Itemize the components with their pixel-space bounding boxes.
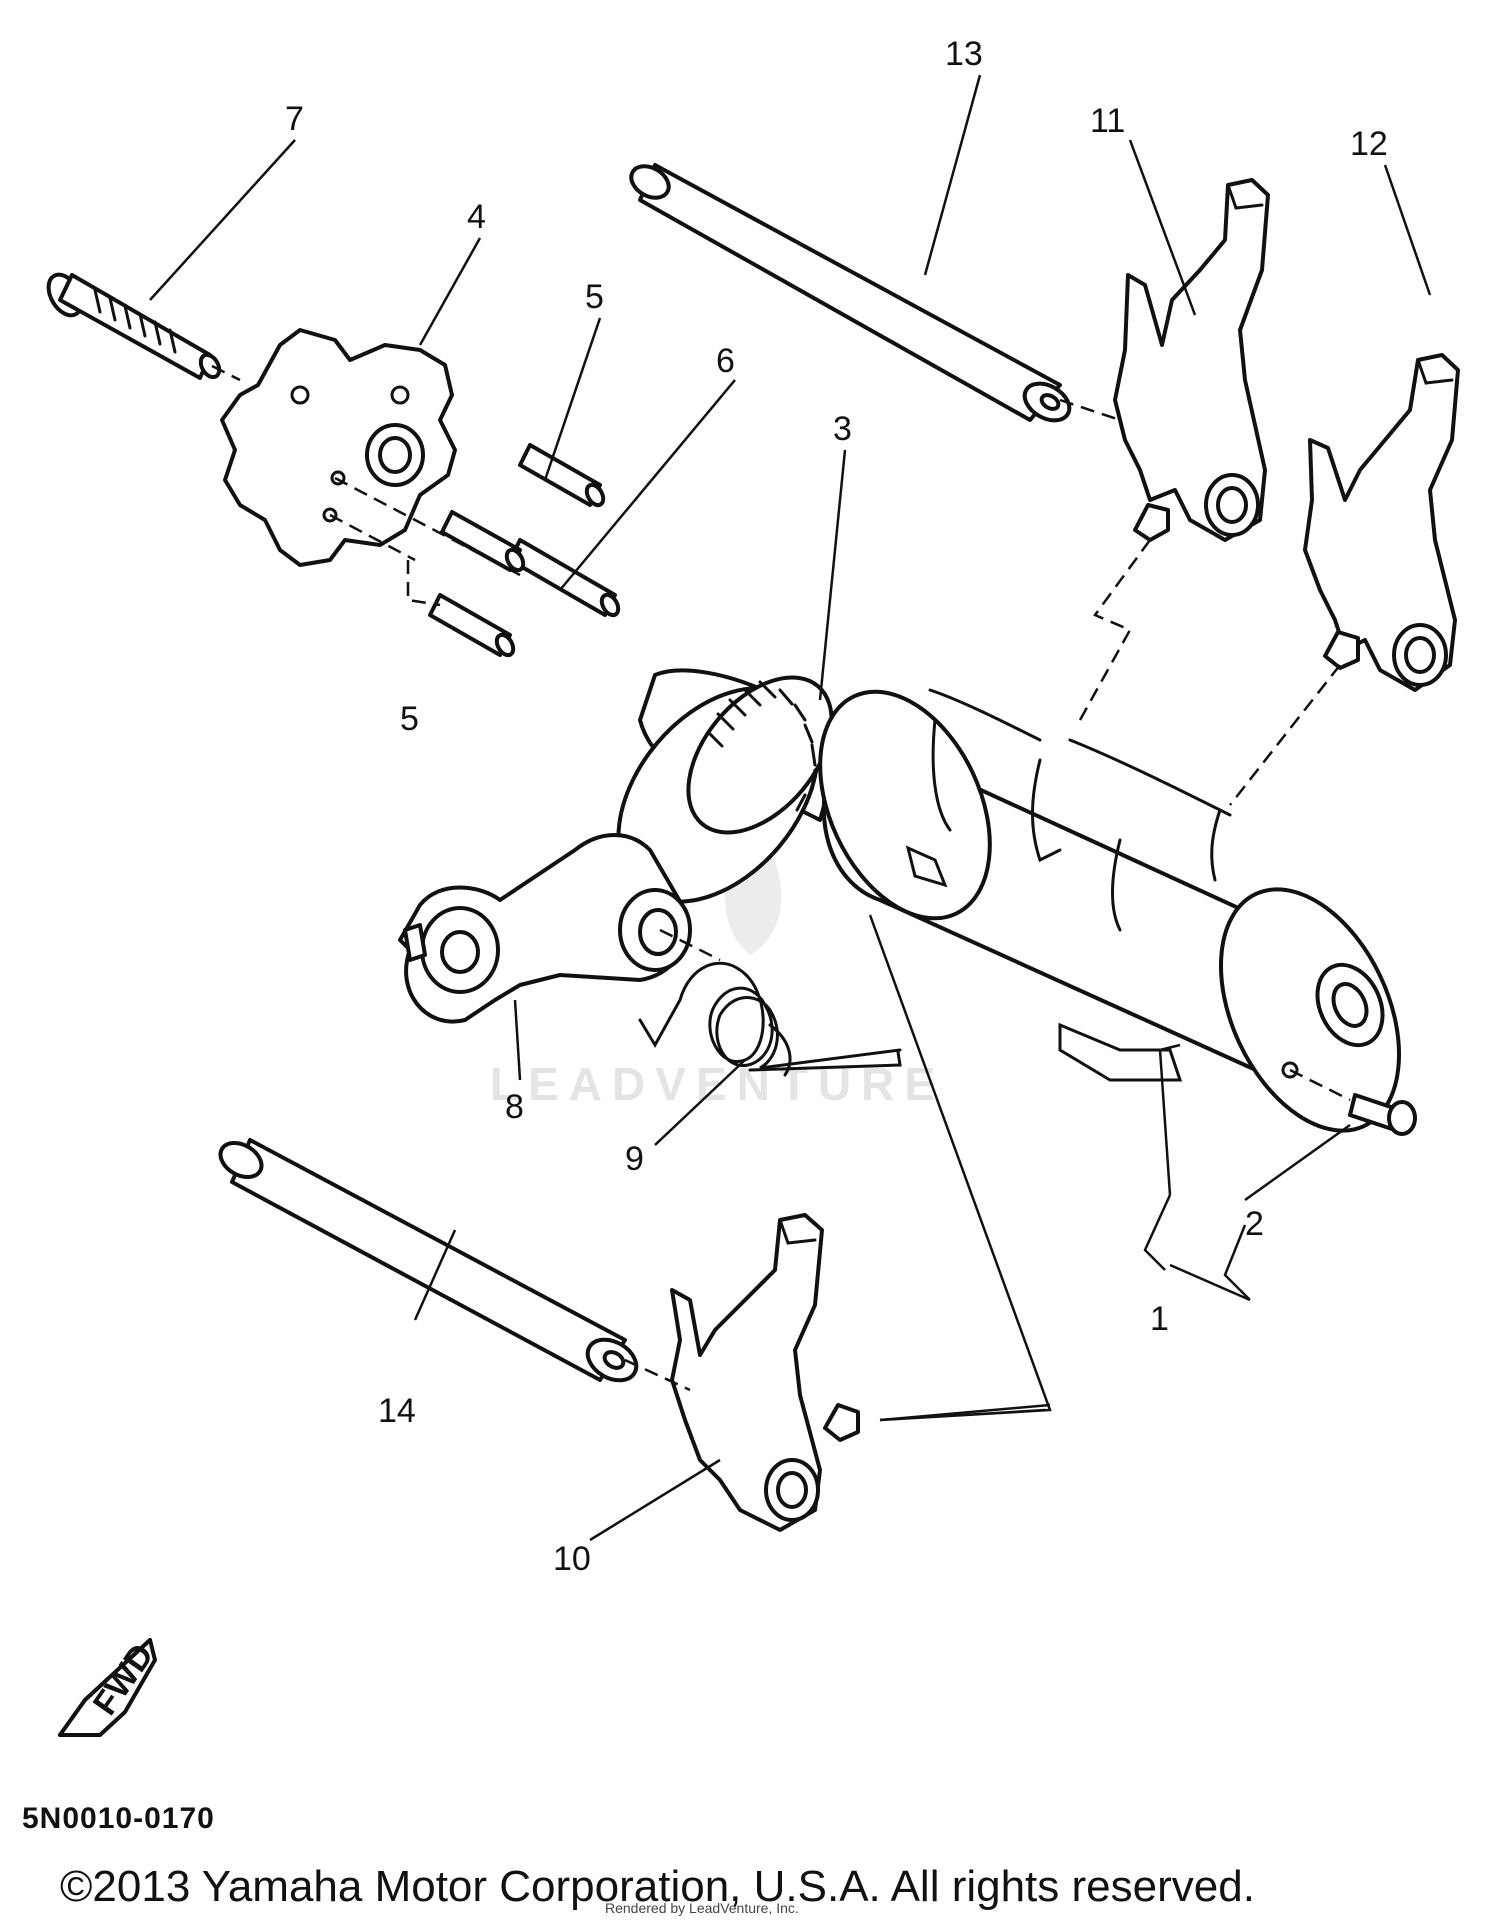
leader-lines [149,74,1432,1542]
callout-8: 8 [505,1088,524,1126]
copyright-notice: ©2013 Yamaha Motor Corporation, U.S.A. A… [60,1862,1255,1911]
pin-5-middle [440,510,526,573]
callout-12: 12 [1350,125,1388,163]
shaft-13-to-fork-line [1059,398,1121,422]
callout-7: 7 [285,100,304,138]
fork-12-to-drum-line [1229,664,1341,806]
lever-to-spring-line [659,928,721,962]
screw-to-drum-line [1289,1068,1351,1102]
callout-10: 10 [553,1540,591,1578]
callout-5-lower: 5 [400,700,419,738]
fork-11-to-drum-line [1078,539,1152,721]
callout-4: 4 [467,198,486,236]
shift-fork-10 [670,1213,860,1532]
torsion-spring-9 [638,961,902,1077]
pin-5-lower [428,593,516,658]
pin-5-upper [518,443,606,508]
callout-11: 11 [1090,102,1125,140]
callout-1: 1 [1150,1300,1169,1338]
shift-fork-11 [1113,178,1270,542]
callout-14: 14 [378,1392,416,1430]
callout-6: 6 [716,342,735,380]
shift-fork-shaft-lower [218,1138,639,1383]
stopper-lever-8 [398,833,692,1024]
pin-6 [508,538,621,618]
drum-screw-2 [1281,1061,1417,1136]
forward-arrow-icon: FWD [58,1637,161,1737]
bearing-3 [616,668,842,904]
shift-cam-segment-4 [220,328,457,567]
callout-9: 9 [625,1140,644,1178]
bolt-7 [46,272,222,380]
rendered-by-credit: Rendered by LeadVenture, Inc. [605,1900,799,1916]
shift-fork-shaft-upper [629,163,1072,423]
callout-13: 13 [945,35,983,73]
shift-fork-12 [1303,353,1460,692]
diagram-code: 5N0010-0170 [22,1802,215,1835]
callout-2: 2 [1245,1205,1264,1243]
callout-3: 3 [833,410,852,448]
shift-drum-1 [818,688,1402,1133]
callout-5-upper: 5 [585,278,604,316]
bolt-to-segment-line [211,364,241,382]
shift-drum-grooves [905,688,1232,1082]
shaft-14-to-fork-line [624,1358,691,1392]
pin-alignment-line [329,476,521,607]
bearing-needles [706,680,817,812]
